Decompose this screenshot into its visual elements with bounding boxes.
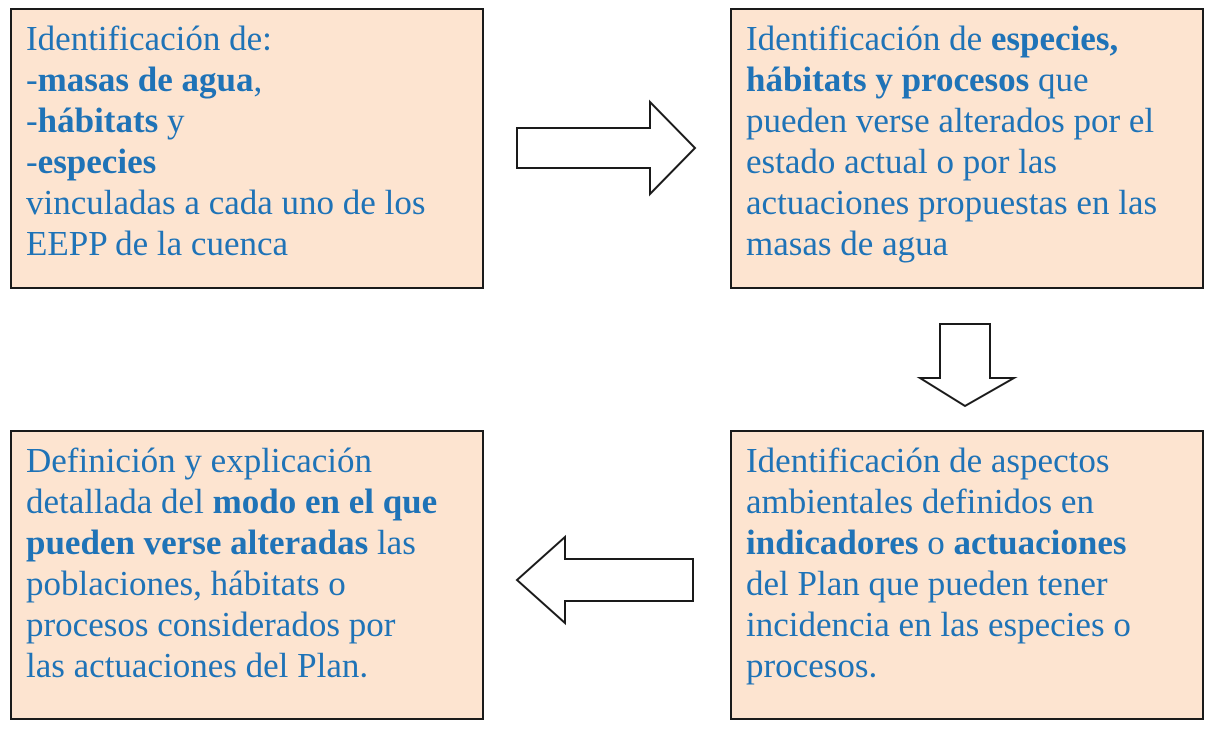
text-segment: Identificación de:	[26, 19, 272, 58]
text-line: pueden verse alteradas las	[26, 522, 468, 563]
text-segment: Identificación de	[746, 19, 991, 58]
text-line: procesos.	[746, 645, 1188, 686]
text-line: detallada del modo en el que	[26, 481, 468, 522]
text-segment: procesos.	[746, 646, 878, 685]
text-segment: y	[158, 101, 185, 140]
text-segment: Definición y explicación	[26, 441, 372, 480]
text-segment: las	[368, 523, 416, 562]
text-line: ambientales definidos en	[746, 481, 1188, 522]
text-segment: vinculadas a cada uno de los	[26, 183, 426, 222]
bold-text-segment: masas de agua	[37, 60, 254, 99]
text-segment: ambientales definidos en	[746, 482, 1094, 521]
bold-text-segment: pueden verse alteradas	[26, 523, 369, 562]
arrow-right-icon	[516, 99, 697, 197]
text-line: -especies	[26, 141, 468, 182]
text-segment: ,	[253, 60, 263, 99]
text-segment: procesos considerados por	[26, 605, 396, 644]
text-segment: incidencia en las especies o	[746, 605, 1131, 644]
text-segment: del Plan que pueden tener	[746, 564, 1108, 603]
text-line: -masas de agua,	[26, 59, 468, 100]
arrow-down-icon	[916, 323, 1018, 408]
text-line: las actuaciones del Plan.	[26, 645, 468, 686]
text-line: del Plan que pueden tener	[746, 563, 1188, 604]
bold-text-segment: modo en el que	[212, 482, 438, 521]
text-line: Identificación de especies,	[746, 18, 1188, 59]
text-segment: las actuaciones del Plan.	[26, 646, 369, 685]
text-line: Identificación de:	[26, 18, 468, 59]
text-line: masas de agua	[746, 223, 1188, 264]
text-line: EEPP de la cuenca	[26, 223, 468, 264]
text-line: indicadores o actuaciones	[746, 522, 1188, 563]
text-segment: masas de agua	[746, 224, 949, 263]
text-line: vinculadas a cada uno de los	[26, 182, 468, 223]
text-segment: -	[26, 142, 38, 181]
text-line: hábitats y procesos que	[746, 59, 1188, 100]
text-segment: poblaciones, hábitats o	[26, 564, 346, 603]
text-line: pueden verse alterados por el	[746, 100, 1188, 141]
bold-text-segment: hábitats y procesos	[746, 60, 1030, 99]
bold-text-segment: especies,	[990, 19, 1119, 58]
text-segment: actuaciones propuestas en las	[746, 183, 1158, 222]
text-segment: pueden verse alterados por el	[746, 101, 1155, 140]
text-segment: detallada del	[26, 482, 213, 521]
bold-text-segment: indicadores	[746, 523, 919, 562]
text-segment: estado actual o por las	[746, 142, 1058, 181]
text-line: -hábitats y	[26, 100, 468, 141]
step-box-identification-water-habitats-species: Identificación de:-masas de agua,-hábita…	[10, 8, 484, 289]
text-segment: o	[918, 523, 954, 562]
arrow-left-icon	[515, 534, 694, 626]
text-segment: -	[26, 101, 38, 140]
bold-text-segment: actuaciones	[953, 523, 1127, 562]
text-line: Identificación de aspectos	[746, 440, 1188, 481]
text-line: Definición y explicación	[26, 440, 468, 481]
text-segment: EEPP de la cuenca	[26, 224, 289, 263]
text-line: procesos considerados por	[26, 604, 468, 645]
text-line: estado actual o por las	[746, 141, 1188, 182]
step-box-identification-affected-species: Identificación de especies,hábitats y pr…	[730, 8, 1204, 289]
text-segment: -	[26, 60, 38, 99]
text-segment: que	[1029, 60, 1089, 99]
text-line: poblaciones, hábitats o	[26, 563, 468, 604]
text-line: actuaciones propuestas en las	[746, 182, 1188, 223]
bold-text-segment: hábitats	[37, 101, 159, 140]
bold-text-segment: especies	[37, 142, 157, 181]
text-line: incidencia en las especies o	[746, 604, 1188, 645]
text-segment: Identificación de aspectos	[746, 441, 1110, 480]
